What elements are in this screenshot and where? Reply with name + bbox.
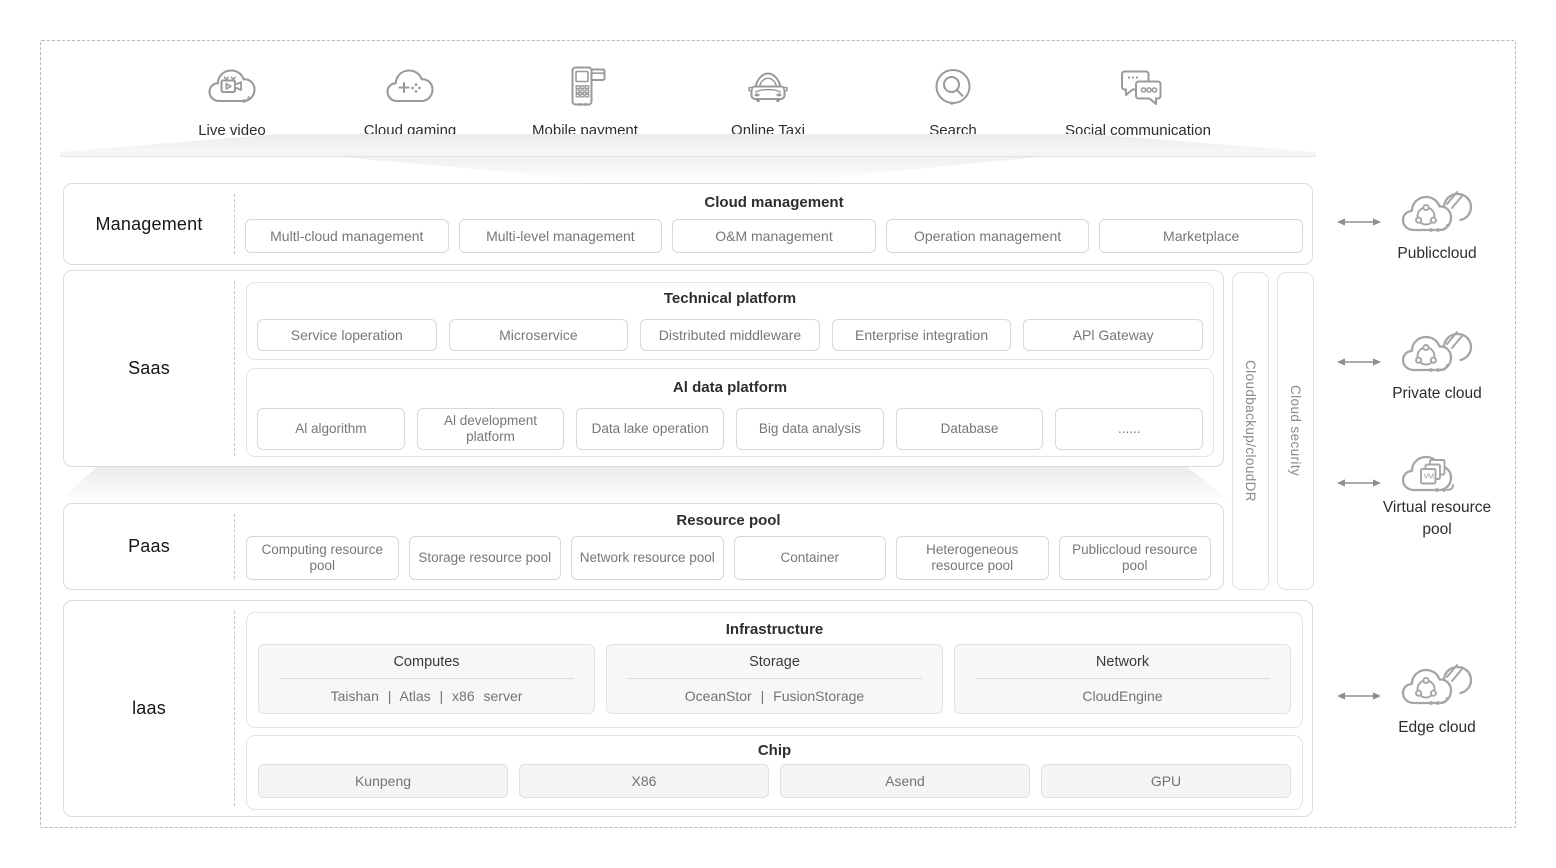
- platform-item: ......: [1055, 408, 1204, 450]
- online-taxi-icon: [683, 58, 853, 116]
- infra-group-computes: Computes Taishan | Atlas | x86 server: [258, 644, 595, 714]
- technical-platform-title: Technical platform: [663, 290, 797, 307]
- double-arrow-icon: [1336, 476, 1382, 490]
- app-label: Live video: [198, 122, 266, 139]
- resource-pool-item: Container: [733, 536, 886, 580]
- resource-pool-items: Computing resource pool Storage resource…: [246, 536, 1211, 580]
- ai-data-platform-title: Al data platform: [672, 379, 788, 396]
- row-divider: [234, 611, 235, 806]
- mobile-payment-icon: [500, 58, 670, 116]
- platform-item: Distributed middleware: [640, 319, 820, 351]
- infrastructure-groups: Computes Taishan | Atlas | x86 server St…: [258, 644, 1291, 714]
- app-item-social-communication: Social communication: [1053, 58, 1223, 139]
- external-cloud-label: Private cloud: [1392, 385, 1482, 402]
- double-arrow-icon: [1336, 689, 1382, 703]
- technical-platform-panel: Technical platform Service loperation Mi…: [246, 282, 1214, 360]
- double-arrow-icon: [1336, 215, 1382, 229]
- external-cloud-label: Edge cloud: [1398, 719, 1476, 736]
- group-title: Computes: [393, 653, 460, 670]
- management-item: O&M management: [672, 219, 876, 253]
- cloud-gaming-icon: [325, 58, 495, 116]
- live-video-icon: [147, 58, 317, 116]
- infra-group-network: Network CloudEngine: [954, 644, 1291, 714]
- app-item-cloud-gaming: Cloud gaming: [325, 58, 495, 139]
- platform-item: Data lake operation: [576, 408, 725, 450]
- infrastructure-panel: Infrastructure Computes Taishan | Atlas …: [246, 612, 1303, 728]
- chip-item: Asend: [780, 764, 1030, 798]
- external-cloud-label: Publiccloud: [1397, 245, 1477, 262]
- svg-text:VM: VM: [1424, 474, 1435, 481]
- chip-item: GPU: [1041, 764, 1291, 798]
- group-items: Taishan | Atlas | x86 server: [330, 688, 523, 704]
- chip-item: Kunpeng: [258, 764, 508, 798]
- iaas-row-label: laas: [132, 698, 166, 718]
- group-title: Network: [1095, 653, 1150, 670]
- chip-item: X86: [519, 764, 769, 798]
- chip-panel: Chip Kunpeng X86 Asend GPU: [246, 735, 1303, 810]
- management-item: Operation management: [885, 219, 1090, 253]
- mid-shelf: [62, 467, 1228, 498]
- paas-row-label: Paas: [128, 536, 170, 556]
- resource-pool-title: Resource pool: [676, 512, 781, 529]
- row-divider: [234, 514, 235, 579]
- group-items: CloudEngine: [1082, 688, 1163, 704]
- group-divider: [627, 678, 922, 679]
- management-item: Multl-cloud management: [245, 219, 449, 253]
- resource-pool-item: Storage resource pool: [408, 536, 561, 580]
- resource-pool-item: Publiccloud resource pool: [1058, 536, 1211, 580]
- platform-item: Database: [895, 408, 1044, 450]
- app-item-online-taxi: Online Taxi: [683, 58, 853, 139]
- iaas-row: laas Infrastructure Computes Taishan | A…: [63, 600, 1313, 817]
- hybrid-cloud-icon: [1397, 656, 1477, 716]
- management-items: Multl-cloud management Multi-level manag…: [245, 219, 1303, 253]
- hybrid-cloud-icon: [1397, 183, 1477, 243]
- platform-item: Microservice: [448, 319, 629, 351]
- resource-pool-item: Computing resource pool: [246, 536, 399, 580]
- platform-item: Al development platform: [416, 408, 565, 450]
- vm-cloud-icon: VM: [1397, 443, 1477, 503]
- platform-item: Service loperation: [257, 319, 437, 351]
- platform-item: Al algorithm: [257, 408, 405, 450]
- chip-title: Chip: [757, 742, 792, 759]
- social-communication-icon: [1053, 58, 1223, 116]
- management-row-label: Management: [95, 213, 203, 234]
- cloud-management-title: Cloud management: [704, 194, 844, 211]
- external-cloud-label: Virtual resource pool: [1382, 499, 1492, 538]
- platform-shelf-top: [60, 134, 1316, 152]
- paas-row: Paas Resource pool Computing resource po…: [63, 503, 1224, 590]
- platform-item: Enterprise integration: [831, 319, 1012, 351]
- outer-dashed-frame: [40, 40, 1516, 828]
- ai-data-platform-panel: Al data platform Al algorithm Al develop…: [246, 368, 1214, 457]
- group-divider: [975, 678, 1270, 679]
- saas-row: Saas Technical platform Service loperati…: [63, 270, 1224, 467]
- row-divider: [234, 281, 235, 456]
- group-items: OceanStor | FusionStorage: [684, 688, 865, 704]
- chip-items: Kunpeng X86 Asend GPU: [258, 764, 1291, 798]
- hybrid-cloud-icon: [1397, 323, 1477, 383]
- management-row: Management Cloud management Multl-cloud …: [63, 183, 1313, 265]
- management-item: Multi-level management: [458, 219, 663, 253]
- group-divider: [279, 678, 574, 679]
- platform-item: Big data analysis: [736, 408, 884, 450]
- resource-pool-item: Heterogeneous resource pool: [896, 536, 1049, 580]
- group-title: Storage: [749, 653, 800, 670]
- ai-data-platform-items: Al algorithm Al development platform Dat…: [257, 408, 1204, 450]
- management-item: Marketplace: [1099, 219, 1303, 253]
- resource-pool-item: Network resource pool: [571, 536, 724, 580]
- app-item-live-video: Live video: [147, 58, 317, 139]
- double-arrow-icon: [1336, 355, 1382, 369]
- platform-item: APl Gateway: [1023, 319, 1203, 351]
- platform-shelf-face: [60, 152, 1316, 157]
- infrastructure-title: Infrastructure: [725, 621, 824, 638]
- app-item-search: Search: [868, 58, 1038, 139]
- app-label: Social communication: [1065, 122, 1211, 139]
- saas-row-label: Saas: [128, 358, 170, 378]
- search-icon: [868, 58, 1038, 116]
- cloudbackup-clouddr-bar: Cloudbackup/cloudDR: [1232, 272, 1269, 590]
- row-divider: [234, 194, 235, 254]
- infra-group-storage: Storage OceanStor | FusionStorage: [606, 644, 943, 714]
- technical-platform-items: Service loperation Microservice Distribu…: [257, 319, 1203, 351]
- cloud-security-bar: Cloud security: [1277, 272, 1314, 590]
- app-item-mobile-payment: Mobile payment: [500, 58, 670, 139]
